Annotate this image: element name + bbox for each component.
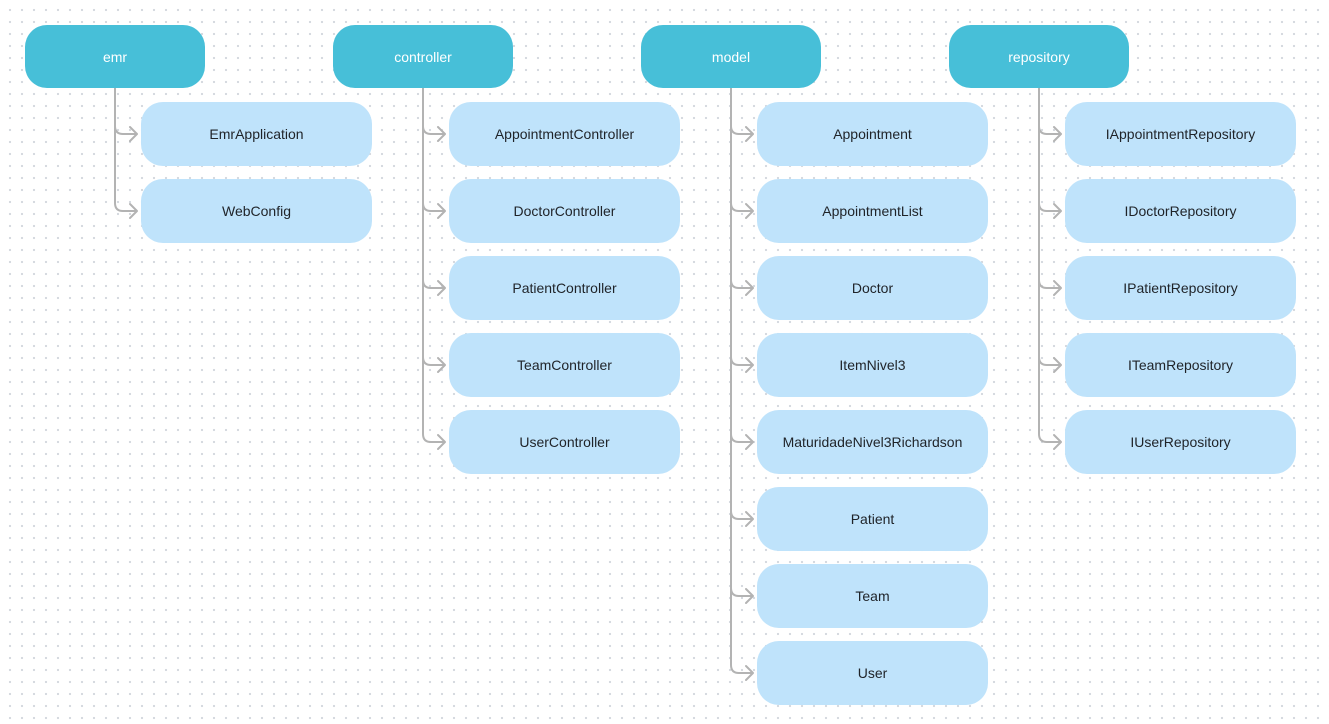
connector-arrowhead <box>129 203 138 219</box>
connector-branch <box>730 125 753 135</box>
connector-branch <box>422 125 445 135</box>
class-node-patient[interactable]: Patient <box>757 487 988 551</box>
package-node-repository[interactable]: repository <box>949 25 1129 88</box>
class-node-user[interactable]: User <box>757 641 988 705</box>
class-node-iappointment-repository[interactable]: IAppointmentRepository <box>1065 102 1296 166</box>
class-node-patient-controller[interactable]: PatientController <box>449 256 680 320</box>
connector-arrowhead <box>745 434 754 450</box>
connector-branch <box>1038 279 1061 289</box>
class-node-maturidade-nivel3-richardson[interactable]: MaturidadeNivel3Richardson <box>757 410 988 474</box>
class-node-doctor[interactable]: Doctor <box>757 256 988 320</box>
connector-arrowhead <box>1053 434 1062 450</box>
connector-branch <box>422 202 445 212</box>
class-node-ipatient-repository[interactable]: IPatientRepository <box>1065 256 1296 320</box>
connector-branch <box>730 587 753 597</box>
connector-arrowhead <box>745 588 754 604</box>
connector-branch <box>1038 202 1061 212</box>
connector-branch <box>114 125 137 135</box>
connector-branch <box>422 433 445 443</box>
package-node-emr[interactable]: emr <box>25 25 205 88</box>
class-node-item-nivel3[interactable]: ItemNivel3 <box>757 333 988 397</box>
connector-arrowhead <box>1053 126 1062 142</box>
connector-branch <box>730 433 753 443</box>
class-node-doctor-controller[interactable]: DoctorController <box>449 179 680 243</box>
connector-arrowhead <box>1053 280 1062 296</box>
connector-branch <box>1038 356 1061 366</box>
connector-branch <box>730 202 753 212</box>
connector-arrowhead <box>437 203 446 219</box>
connector-arrowhead <box>1053 203 1062 219</box>
package-node-controller[interactable]: controller <box>333 25 513 88</box>
connector-branch <box>730 356 753 366</box>
class-node-appointment-controller[interactable]: AppointmentController <box>449 102 680 166</box>
connector-branch <box>730 279 753 289</box>
connector-branch <box>422 356 445 366</box>
connector-branch <box>730 510 753 520</box>
connector-branch <box>730 664 753 674</box>
class-node-team-controller[interactable]: TeamController <box>449 333 680 397</box>
connector-arrowhead <box>129 126 138 142</box>
connector-arrowhead <box>437 280 446 296</box>
connector-arrowhead <box>437 434 446 450</box>
connector-arrowhead <box>745 665 754 681</box>
class-node-iuser-repository[interactable]: IUserRepository <box>1065 410 1296 474</box>
connector-branch <box>422 279 445 289</box>
class-node-team[interactable]: Team <box>757 564 988 628</box>
connector-arrowhead <box>745 280 754 296</box>
class-node-idoctor-repository[interactable]: IDoctorRepository <box>1065 179 1296 243</box>
connector-arrowhead <box>745 357 754 373</box>
connector-arrowhead <box>437 357 446 373</box>
connector-branch <box>114 202 137 212</box>
class-node-appointment-list[interactable]: AppointmentList <box>757 179 988 243</box>
connector-branch <box>1038 433 1061 443</box>
package-node-model[interactable]: model <box>641 25 821 88</box>
connector-arrowhead <box>437 126 446 142</box>
connector-arrowhead <box>745 511 754 527</box>
class-node-iteam-repository[interactable]: ITeamRepository <box>1065 333 1296 397</box>
connector-arrowhead <box>745 203 754 219</box>
connector-branch <box>1038 125 1061 135</box>
class-node-web-config[interactable]: WebConfig <box>141 179 372 243</box>
connector-arrowhead <box>1053 357 1062 373</box>
connector-arrowhead <box>745 126 754 142</box>
class-node-appointment[interactable]: Appointment <box>757 102 988 166</box>
class-node-emr-application[interactable]: EmrApplication <box>141 102 372 166</box>
class-node-user-controller[interactable]: UserController <box>449 410 680 474</box>
